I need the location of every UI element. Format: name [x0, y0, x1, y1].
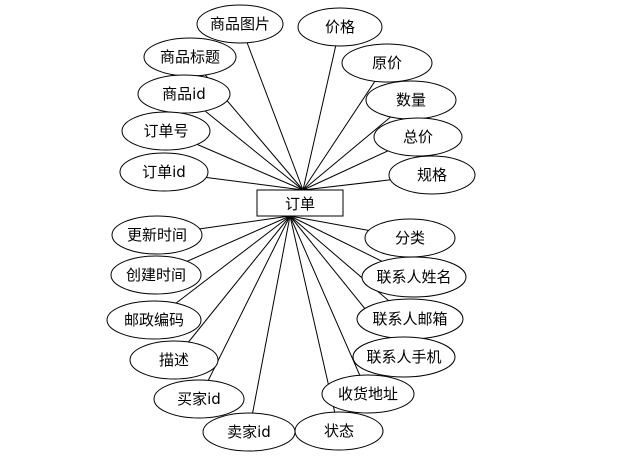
attribute-label: 订单号 [143, 122, 188, 140]
attribute-ellipse [297, 7, 383, 47]
attribute-ellipse [361, 256, 467, 298]
attribute-label: 联系人姓名 [376, 268, 451, 286]
attribute-order-number: 订单号 [121, 111, 211, 151]
edge-price [302, 26, 341, 191]
attribute-contact-phone: 联系人手机 [352, 336, 456, 378]
attribute-label: 卖家id [227, 423, 271, 441]
attribute-label: 价格 [325, 18, 355, 36]
attribute-ellipse [388, 155, 476, 195]
attribute-create-time: 创建时间 [110, 255, 202, 295]
attribute-label: 商品标题 [160, 48, 220, 66]
attribute-label: 联系人邮箱 [372, 310, 447, 328]
attribute-product-title: 商品标题 [143, 37, 237, 77]
attribute-seller-id: 卖家id [202, 412, 296, 452]
attribute-label: 规格 [417, 166, 447, 184]
edge-postal-code [153, 215, 291, 321]
attribute-ellipse [111, 215, 203, 255]
attribute-spec: 规格 [388, 155, 476, 195]
attribute-order-id: 订单id [119, 152, 209, 192]
attribute-ellipse [137, 74, 231, 114]
attribute-update-time: 更新时间 [111, 215, 203, 255]
attribute-ellipse [294, 411, 384, 451]
attribute-product-id: 商品id [137, 74, 231, 114]
attribute-total-price: 总价 [373, 117, 463, 157]
entity-label: 订单 [285, 195, 315, 213]
attribute-ellipse [119, 152, 209, 192]
attribute-shipping-address: 收货地址 [321, 374, 415, 414]
attribute-label: 更新时间 [127, 226, 187, 244]
attribute-label: 联系人手机 [366, 348, 441, 366]
attribute-ellipse [373, 117, 463, 157]
attribute-ellipse [321, 374, 415, 414]
attribute-label: 状态 [324, 422, 354, 440]
attribute-label: 总价 [403, 128, 433, 146]
edge-product-image [239, 23, 304, 191]
attribute-ellipse [352, 336, 456, 378]
attribute-ellipse [196, 4, 284, 44]
attribute-label: 描述 [159, 351, 189, 369]
attribute-label: 商品图片 [210, 15, 270, 33]
attribute-quantity: 数量 [365, 80, 457, 120]
attribute-label: 订单id [142, 163, 186, 181]
edge-buyer-id [198, 215, 291, 400]
edge-original-price [302, 62, 388, 191]
attribute-label: 商品id [162, 85, 206, 103]
attribute-label: 买家id [177, 390, 221, 408]
attribute-label: 创建时间 [126, 266, 186, 284]
attribute-category: 分类 [364, 218, 456, 258]
attribute-label: 数量 [396, 91, 426, 109]
attribute-product-image: 商品图片 [196, 4, 284, 44]
attribute-label: 分类 [395, 229, 425, 247]
attribute-price: 价格 [297, 7, 383, 47]
attribute-ellipse [121, 111, 211, 151]
attribute-description: 描述 [129, 340, 219, 380]
attribute-ellipse [106, 300, 202, 340]
edge-seller-id [248, 215, 291, 433]
attribute-postal-code: 邮政编码 [106, 300, 202, 340]
attribute-status: 状态 [294, 411, 384, 451]
attribute-label: 收货地址 [338, 385, 398, 403]
attribute-ellipse [153, 379, 245, 419]
attribute-ellipse [341, 43, 433, 83]
attribute-contact-email: 联系人邮箱 [356, 298, 464, 340]
edge-description [173, 215, 291, 361]
attribute-label: 邮政编码 [124, 311, 184, 329]
attribute-original-price: 原价 [341, 43, 433, 83]
attribute-label: 原价 [372, 54, 402, 72]
entity-box [256, 189, 344, 217]
entity-order: 订单 [256, 189, 344, 217]
attribute-buyer-id: 买家id [153, 379, 245, 419]
attribute-ellipse [129, 340, 219, 380]
attribute-contact-name: 联系人姓名 [361, 256, 467, 298]
attribute-ellipse [110, 255, 202, 295]
edge-shipping-address [289, 215, 369, 395]
